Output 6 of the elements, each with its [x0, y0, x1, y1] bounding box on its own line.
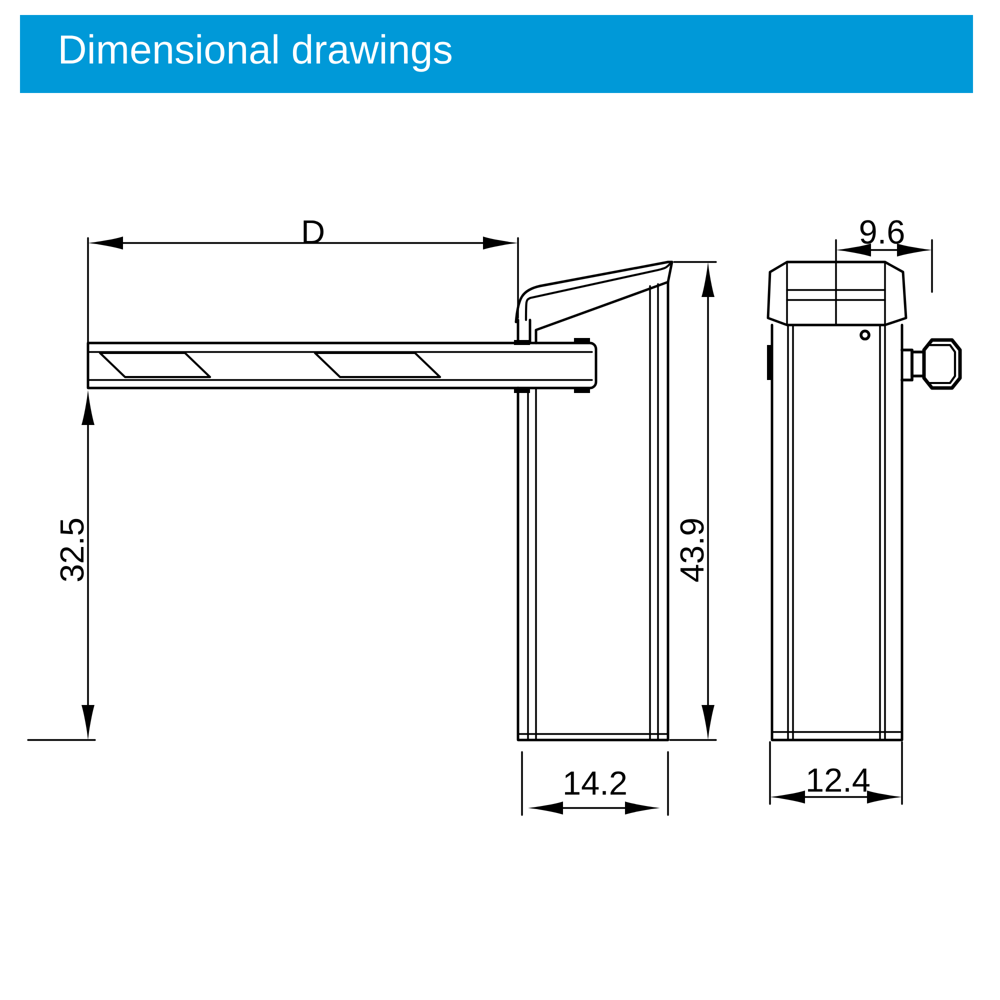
dimension-label: 9.6 [860, 220, 904, 244]
dimension-label: 14.2 [565, 771, 626, 795]
title-banner: Dimensional drawings [20, 15, 973, 93]
dimension-label: 43.9 [680, 519, 704, 582]
dimension-label: 32.5 [60, 518, 84, 582]
dimension-label: 12.4 [808, 768, 870, 792]
